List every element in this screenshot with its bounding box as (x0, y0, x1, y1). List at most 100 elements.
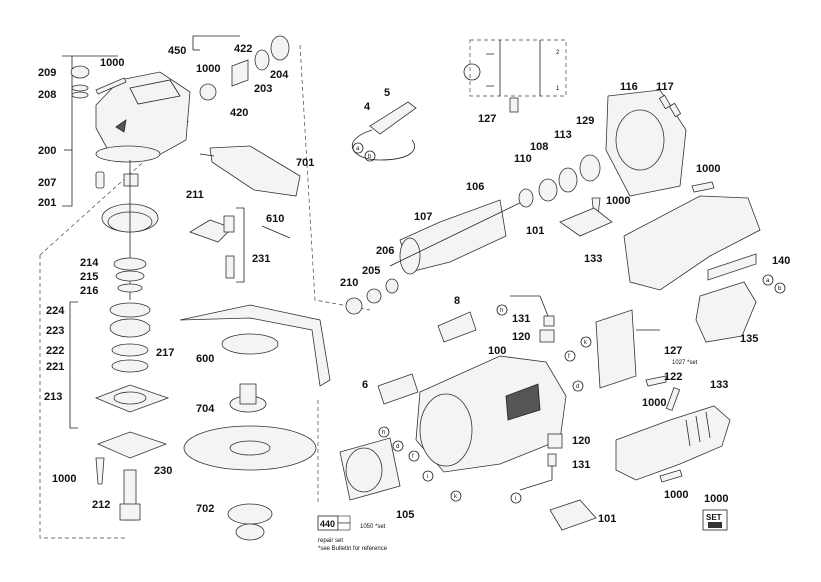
label-100: 100 (488, 345, 506, 357)
label-4: 4 (364, 101, 371, 113)
switch-plate-140 (707, 253, 757, 281)
label-1000-mid: 1000 (606, 195, 630, 207)
letter-h-top: h (500, 308, 503, 314)
label-131-top: 131 (512, 313, 530, 325)
label-205: 205 (362, 265, 380, 277)
label-120-bottom: 120 (572, 435, 590, 447)
schematic-terminal-2: 2 (556, 50, 560, 56)
gear-head-housing (95, 71, 191, 163)
label-122: 122 (664, 371, 682, 383)
motor-housing-100 (415, 355, 567, 473)
part-labels: 209 208 1000 450 422 1000 204 203 420 20… (38, 43, 790, 525)
label-101-bottom: 101 (598, 513, 616, 525)
screw-1000-left (95, 457, 105, 485)
label-1000-set: 1000 (704, 493, 728, 505)
washers-205-210 (345, 278, 399, 315)
screw-1000-right (691, 181, 715, 193)
carbon-brush-4-5 (351, 101, 417, 161)
label-1000-left: 1000 (52, 473, 76, 485)
label-211: 211 (186, 189, 204, 201)
label-223: 223 (46, 325, 64, 337)
armature-107 (389, 197, 531, 275)
note-1027-set: 1027 *set (672, 360, 698, 366)
label-200: 200 (38, 145, 56, 157)
repair-badge-number: 440 (320, 519, 335, 529)
label-6: 6 (362, 379, 368, 391)
bevel-gear-211 (101, 160, 159, 300)
cable-131-bottom (519, 453, 557, 491)
schematic-terminal-1: 1 (556, 86, 560, 92)
label-129: 129 (576, 115, 594, 127)
label-702: 702 (196, 503, 214, 515)
label-5: 5 (384, 87, 390, 99)
label-422: 422 (234, 43, 252, 55)
label-131-bottom: 131 (572, 459, 590, 471)
label-210: 210 (340, 277, 358, 289)
label-105: 105 (396, 509, 414, 521)
label-113: 113 (554, 129, 572, 141)
side-handle-701 (199, 145, 301, 197)
label-108: 108 (530, 141, 548, 153)
letter-f-bottom: f (412, 454, 414, 460)
letter-d-top: d (576, 384, 579, 390)
letter-b-switch: b (778, 286, 782, 292)
label-610: 610 (266, 213, 284, 225)
cable-131-top (510, 295, 555, 327)
bulletin-note: *see Bulletin for reference (318, 546, 388, 552)
label-215: 215 (80, 271, 98, 283)
label-206: 206 (376, 245, 394, 257)
flange-704 (229, 383, 267, 413)
letter-a-brush: a (356, 146, 360, 152)
repair-set-badge: 440 (317, 515, 351, 531)
screw-1000-handle (659, 469, 683, 483)
label-217: 217 (156, 347, 174, 359)
label-8 (437, 311, 477, 343)
field-coil-105 (339, 437, 401, 501)
connector-120-top (539, 329, 555, 343)
letter-b-brush: b (368, 154, 372, 160)
spindle-lock-207 (95, 171, 105, 189)
label-1000-bottom-right: 1000 (642, 397, 666, 409)
repair-set-text: repair set (318, 538, 343, 544)
label-420: 420 (230, 107, 248, 119)
ring-203 (254, 49, 270, 71)
bracket-213-group (69, 301, 78, 429)
letter-k-top: k (584, 340, 588, 346)
label-208: 208 (38, 89, 56, 101)
label-101-top: 101 (526, 225, 544, 237)
label-135: 135 (740, 333, 758, 345)
letter-d-bottom: d (396, 444, 399, 450)
motor-housing-cover-116 (605, 89, 687, 197)
label-8: 8 (454, 295, 460, 307)
bearing-204 (270, 35, 290, 61)
label-1000-brush: 1000 (196, 63, 220, 75)
label-704: 704 (196, 403, 215, 415)
washers-214-216 (113, 257, 147, 293)
bearing-201 (123, 173, 139, 187)
letter-i-lower: i (515, 496, 516, 502)
connector-120-bottom (547, 433, 563, 449)
label-204: 204 (270, 69, 289, 81)
brush-holder-420 (199, 83, 217, 101)
label-116: 116 (620, 81, 638, 93)
label-203: 203 (254, 83, 272, 95)
label-221: 221 (46, 361, 64, 373)
letter-f-top: f (568, 354, 570, 360)
label-1000-top: 1000 (100, 57, 124, 69)
label-213: 213 (44, 391, 62, 403)
handle-133-bottom (615, 405, 731, 481)
pins-117 (658, 94, 682, 118)
label-133-top: 133 (584, 253, 602, 265)
electronics-127-board (595, 309, 660, 389)
cap-101-bottom (549, 499, 597, 531)
letter-h-bottom: h (382, 430, 385, 436)
label-106: 106 (466, 181, 484, 193)
label-224: 224 (46, 305, 65, 317)
label-214: 214 (80, 257, 99, 269)
label-701: 701 (296, 157, 314, 169)
label-140: 140 (772, 255, 790, 267)
label-222: 222 (46, 345, 64, 357)
screw-1000-top (95, 77, 127, 95)
label-207: 207 (38, 177, 56, 189)
note-1050-set: 1050 *set (360, 524, 386, 530)
